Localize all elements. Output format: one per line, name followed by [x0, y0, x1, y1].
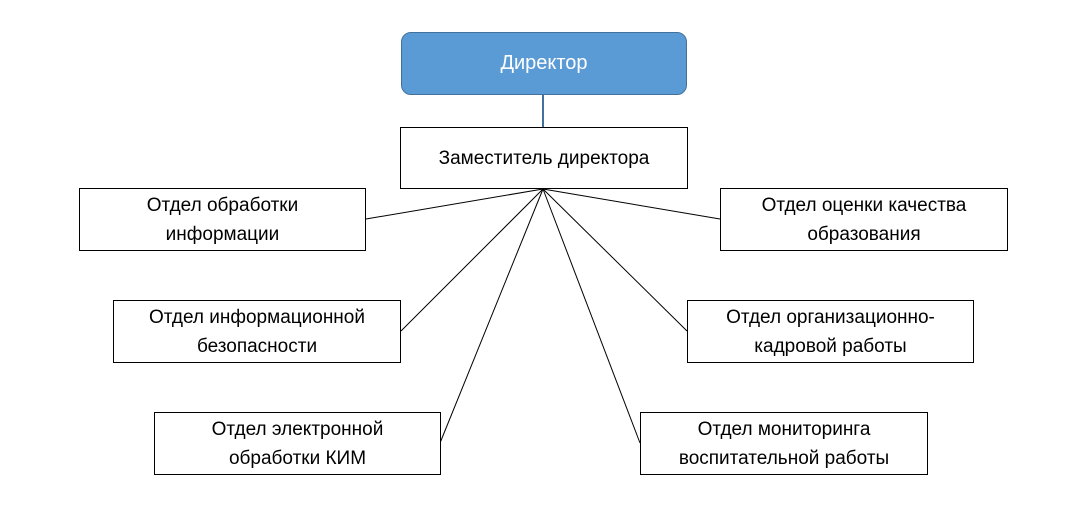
connector-monitoring	[542, 188, 641, 444]
department-info-security: Отдел информационной безопасности	[113, 300, 401, 363]
department-label: Отдел оценки качества образования	[761, 194, 967, 245]
department-label: Отдел мониторинга воспитательной работы	[678, 418, 890, 469]
department-org-hr: Отдел организационно- кадровой работы	[687, 300, 974, 363]
connector-quality-assessment	[542, 188, 721, 220]
department-monitoring: Отдел мониторинга воспитательной работы	[640, 412, 928, 475]
department-label: Отдел обработки информации	[146, 194, 299, 245]
connector-info-processing	[365, 188, 544, 220]
connector-org-hr	[542, 188, 688, 332]
director-label: Директор	[500, 52, 588, 74]
department-kim-processing: Отдел электронной обработки КИМ	[154, 412, 441, 475]
connector-info-security	[400, 188, 544, 332]
department-quality-assessment: Отдел оценки качества образования	[720, 188, 1008, 251]
department-label: Отдел организационно- кадровой работы	[726, 306, 935, 357]
connector-kim-processing	[439, 188, 544, 444]
deputy-director-box: Заместитель директора	[400, 127, 688, 189]
department-info-processing: Отдел обработки информации	[79, 188, 366, 251]
department-label: Отдел информационной безопасности	[149, 306, 365, 357]
deputy-director-label: Заместитель директора	[438, 147, 650, 169]
department-label: Отдел электронной обработки КИМ	[211, 418, 384, 469]
director-box: Директор	[401, 32, 687, 95]
